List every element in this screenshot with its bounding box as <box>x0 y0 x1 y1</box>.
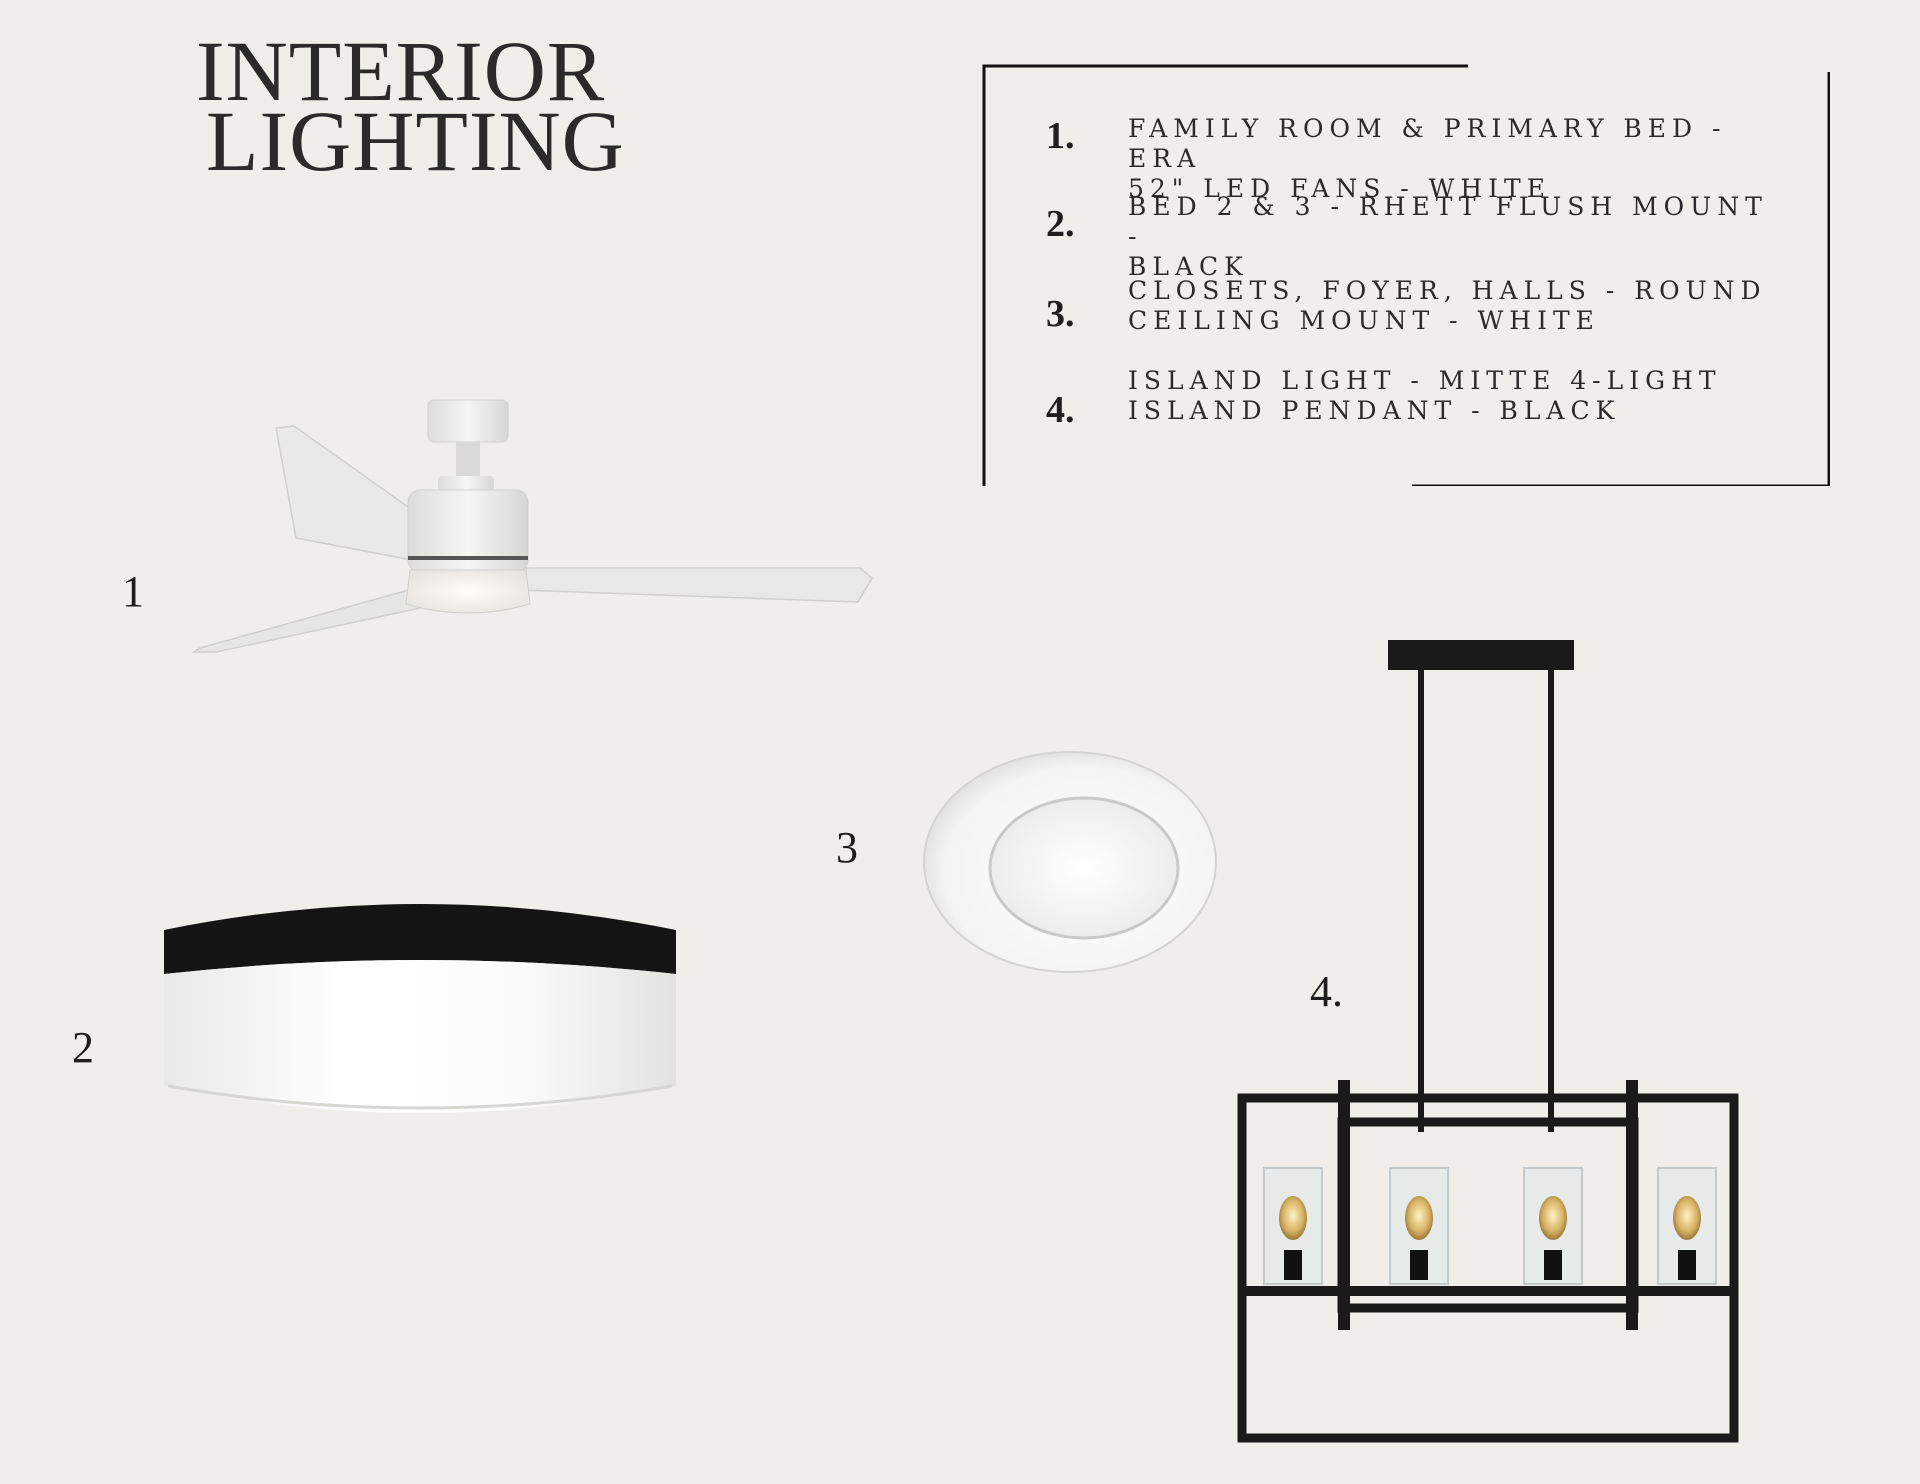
legend-frame-top-left <box>982 64 1468 486</box>
pendant-shade-2 <box>1389 1167 1449 1285</box>
legend-number: 3. <box>1046 293 1075 335</box>
legend-number: 2. <box>1046 203 1075 245</box>
page-title: INTERIOR LIGHTING <box>196 23 625 189</box>
flush-mount-image <box>164 904 676 1113</box>
island-pendant-image <box>1237 640 1739 1443</box>
fan-downrod <box>456 442 480 480</box>
legend-text: FAMILY ROOM & PRIMARY BED - ERA 52" LED … <box>1128 114 1788 204</box>
pendant-canopy <box>1388 640 1574 670</box>
legend-text-line-1: BED 2 & 3 - RHETT FLUSH MOUNT - <box>1128 192 1768 251</box>
legend-frame <box>982 64 1830 486</box>
legend-number: 4. <box>1046 389 1075 431</box>
product-label-2: 2 <box>72 1023 94 1072</box>
pendant-frame-outer <box>1237 1093 1739 1443</box>
pendant-shade-1 <box>1263 1167 1323 1285</box>
legend-text: CLOSETS, FOYER, HALLS - ROUND CEILING MO… <box>1128 276 1788 336</box>
fan-blade-2 <box>519 567 873 603</box>
legend-frame-bottom-right <box>1412 72 1830 486</box>
pendant-stem-left <box>1418 670 1424 1132</box>
product-label-1: 1 <box>122 567 144 616</box>
legend-text: ISLAND LIGHT - MITTE 4-LIGHT ISLAND PEND… <box>1128 366 1788 426</box>
pendant-shade-4 <box>1657 1167 1717 1285</box>
pendant-frame-inner <box>1337 1117 1639 1313</box>
product-label-3: 3 <box>836 823 858 872</box>
legend-box: 1. FAMILY ROOM & PRIMARY BED - ERA 52" L… <box>982 64 1830 486</box>
title-line-2: LIGHTING <box>206 93 625 189</box>
fan-canopy <box>427 399 509 443</box>
ceiling-fan-image <box>191 399 873 653</box>
flush-mount-band <box>164 904 676 974</box>
legend-text-line-2: ISLAND PENDANT - BLACK <box>1128 396 1621 425</box>
legend-text-line-2: 52" LED FANS - WHITE <box>1128 174 1551 203</box>
pendant-shade-3 <box>1523 1167 1583 1285</box>
product-label-4: 4. <box>1310 967 1343 1016</box>
legend-text-line-1: CLOSETS, FOYER, HALLS - ROUND <box>1128 276 1767 305</box>
fan-light-kit <box>405 569 531 614</box>
legend-text-line-2: BLACK <box>1128 252 1249 281</box>
round-mount-lens <box>988 796 1180 940</box>
legend-text-line-1: ISLAND LIGHT - MITTE 4-LIGHT <box>1128 366 1722 395</box>
flush-mount-diffuser <box>164 960 676 1113</box>
pendant-stem-right <box>1548 670 1554 1132</box>
legend-text-line-1: FAMILY ROOM & PRIMARY BED - ERA <box>1128 114 1727 173</box>
round-ceiling-mount-image <box>923 751 1217 973</box>
legend-text: BED 2 & 3 - RHETT FLUSH MOUNT - BLACK <box>1128 192 1788 282</box>
fan-blade-3 <box>191 587 421 653</box>
legend-number: 1. <box>1046 115 1075 157</box>
title-line-1: INTERIOR <box>196 23 606 119</box>
legend-text-line-2: CEILING MOUNT - WHITE <box>1128 306 1600 335</box>
